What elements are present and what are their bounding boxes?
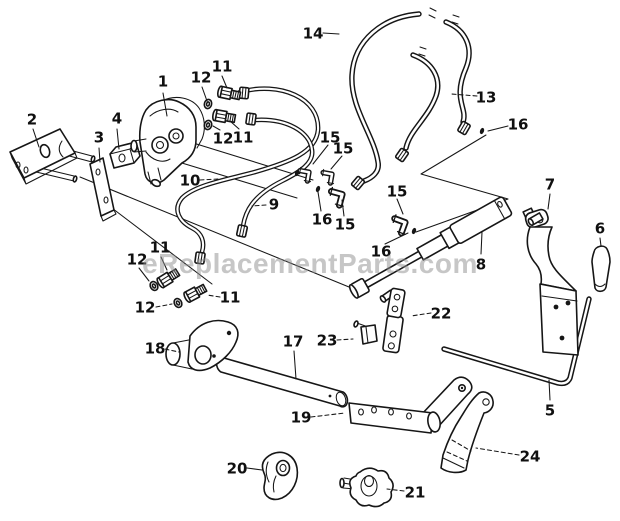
part-number-label-19: 19 — [291, 409, 312, 427]
leader-lines — [32, 32, 602, 492]
part-23-clip — [353, 320, 378, 345]
part-19-lever-arm — [348, 376, 473, 434]
part-number-label-12: 12 — [213, 130, 234, 148]
cylinder-pin-bolt — [527, 212, 544, 226]
part-21-knob — [339, 467, 394, 508]
part-18-arm — [165, 319, 239, 372]
part-number-label-5: 5 — [545, 402, 555, 420]
part-number-label-11: 11 — [233, 129, 254, 147]
part-5-rod — [441, 296, 592, 387]
part-8-cylinder — [348, 196, 513, 299]
part-number-label-3: 3 — [94, 129, 104, 147]
part-7-bracket — [522, 207, 579, 356]
part-20-cam — [261, 451, 299, 501]
part-17-tube — [215, 356, 349, 408]
part-number-label-2: 2 — [27, 111, 37, 129]
part-number-label-16: 16 — [508, 116, 529, 134]
part-number-label-14: 14 — [303, 25, 324, 43]
part-10-tube — [175, 86, 321, 265]
part-number-label-21: 21 — [405, 484, 426, 502]
part-number-label-1: 1 — [158, 73, 168, 91]
part-9-tube — [235, 112, 315, 239]
part-number-label-16: 16 — [371, 243, 392, 261]
part-24-bracket — [440, 391, 494, 474]
part-number-label-11: 11 — [212, 58, 233, 76]
part-3-plate — [89, 157, 117, 222]
part-number-label-20: 20 — [227, 460, 248, 478]
part-number-label-7: 7 — [545, 176, 555, 194]
part-number-label-23: 23 — [317, 332, 338, 350]
part-number-label-15: 15 — [335, 216, 356, 234]
part-number-label-11: 11 — [220, 289, 241, 307]
part-number-label-13: 13 — [476, 89, 497, 107]
part-number-label-8: 8 — [476, 256, 486, 274]
part-number-label-24: 24 — [520, 448, 541, 466]
part-number-label-4: 4 — [112, 110, 122, 128]
part-number-label-15: 15 — [320, 129, 341, 147]
part-6-knob — [591, 245, 611, 293]
part-number-label-9: 9 — [269, 196, 279, 214]
part-14-hose — [349, 7, 437, 191]
part-number-label-10: 10 — [180, 172, 201, 190]
part-number-label-12: 12 — [135, 299, 156, 317]
part-22-links — [379, 287, 406, 354]
part-number-label-6: 6 — [595, 220, 605, 238]
part-number-label-12: 12 — [191, 69, 212, 87]
part-number-label-15: 15 — [387, 183, 408, 201]
part-number-label-11: 11 — [150, 239, 171, 257]
hose-lower-segment — [394, 46, 441, 163]
part-13-hose — [443, 14, 472, 136]
part-number-label-17: 17 — [283, 333, 304, 351]
part-2-plate — [9, 128, 96, 185]
part-number-label-18: 18 — [145, 340, 166, 358]
part-1-valve — [130, 96, 205, 188]
part-number-label-15: 15 — [333, 140, 354, 158]
part-number-label-12: 12 — [127, 251, 148, 269]
part-number-label-16: 16 — [312, 211, 333, 229]
part-number-label-22: 22 — [431, 305, 452, 323]
